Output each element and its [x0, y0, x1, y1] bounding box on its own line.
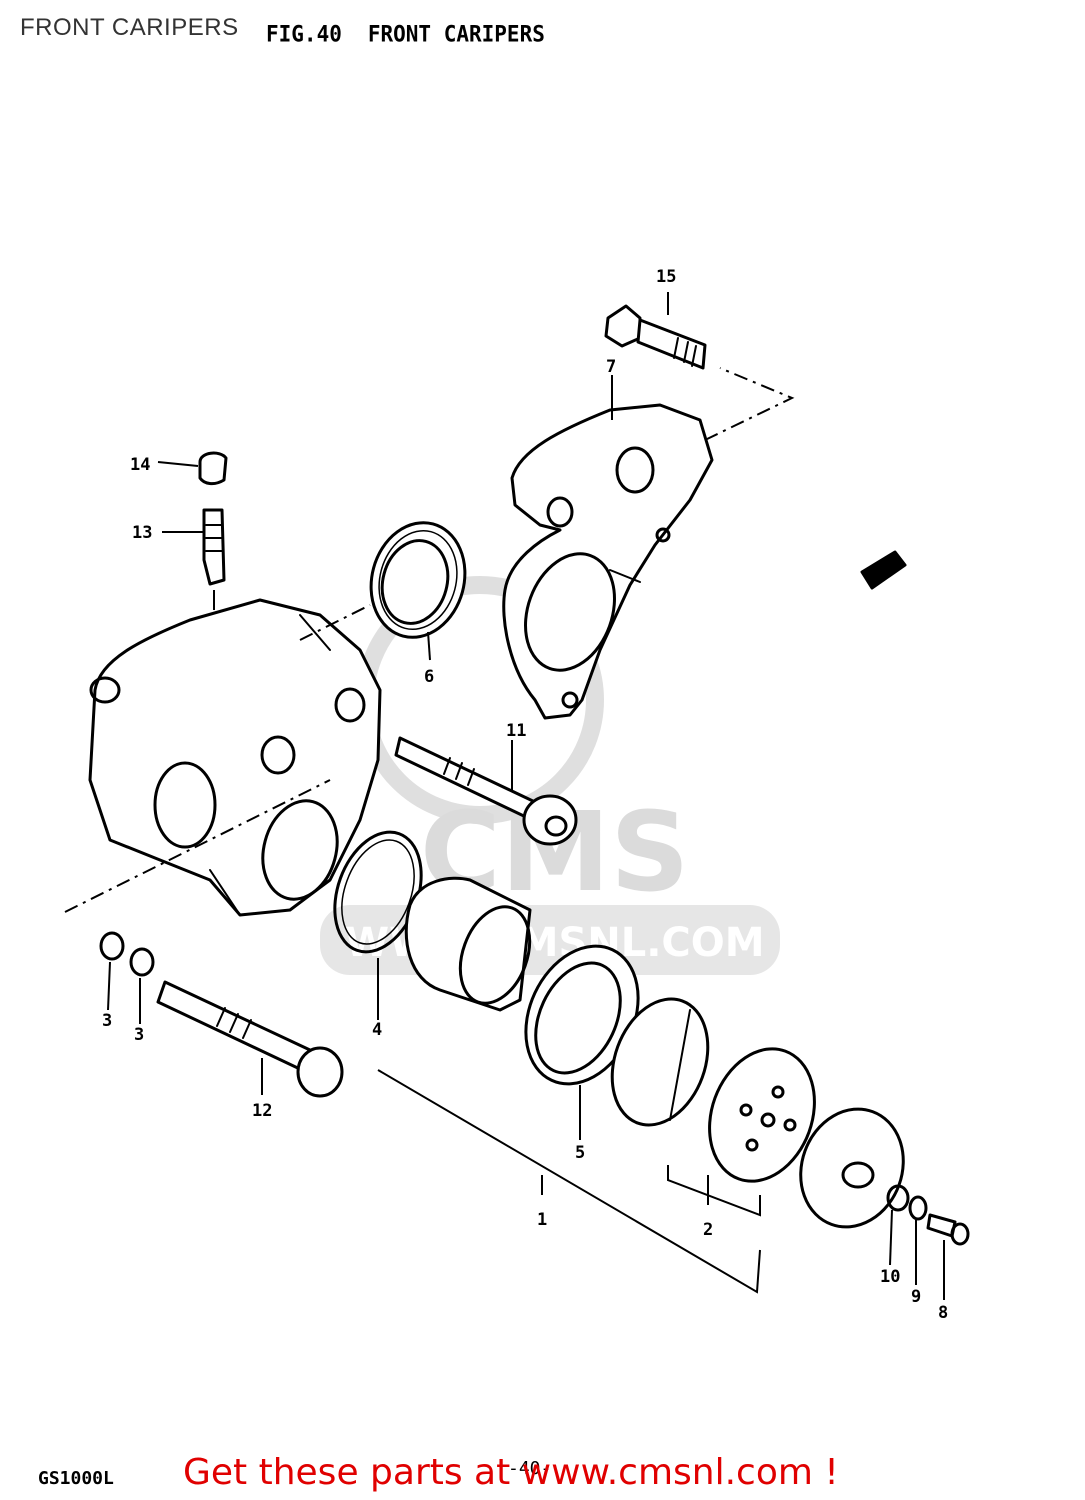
callout-12: 12 — [252, 1101, 272, 1121]
figure-caption: FRONT CARIPERS — [367, 21, 545, 47]
callout-8: 8 — [938, 1303, 948, 1323]
callout-1: 1 — [537, 1210, 547, 1230]
caliper-body — [88, 598, 382, 917]
callout-7: 7 — [606, 357, 616, 377]
callout-10: 10 — [880, 1267, 900, 1287]
page-title: FRONT CARIPERS — [20, 14, 239, 41]
brake-pad-a — [610, 997, 710, 1127]
model-code: GS1000L — [38, 1468, 114, 1489]
part-7-caliper-bracket — [502, 403, 714, 720]
part-3-washer-a — [99, 931, 125, 961]
callout-6: 6 — [424, 667, 434, 687]
piston — [404, 876, 532, 1012]
callout-numbers: 15 7 14 13 6 11 3 3 12 4 5 1 2 10 9 8 — [102, 267, 948, 1323]
figure-number: FIG.40 — [266, 21, 342, 47]
part-15-bolt — [604, 304, 707, 370]
callout-11: 11 — [506, 721, 526, 741]
part-8-screw — [926, 1213, 970, 1246]
callout-13: 13 — [132, 523, 152, 543]
callout-14: 14 — [130, 455, 150, 475]
callout-5: 5 — [575, 1143, 585, 1163]
part-6-seal — [369, 521, 467, 639]
callout-3a: 3 — [102, 1011, 112, 1031]
page-number: -40- — [508, 1458, 552, 1479]
callout-15: 15 — [656, 267, 676, 287]
part-12-pin — [156, 980, 344, 1098]
part-14-cap — [198, 451, 228, 486]
part-11-pin — [394, 736, 578, 846]
promo-link[interactable]: Get these parts at www.cmsnl.com ! — [183, 1452, 839, 1493]
leader-lines — [64, 292, 945, 1300]
part-9-washer — [908, 1195, 928, 1221]
callout-3b: 3 — [134, 1025, 144, 1045]
figure-title: FIG.40 FRONT CARIPERS — [266, 21, 571, 46]
callout-4: 4 — [372, 1020, 382, 1040]
callout-9: 9 — [911, 1287, 921, 1307]
brake-pad-b — [708, 1047, 816, 1183]
part-3-washer-b — [129, 947, 155, 977]
front-arrow-icon — [860, 550, 907, 590]
part-10-washer — [886, 1184, 910, 1212]
callout-2: 2 — [703, 1220, 713, 1240]
part-13-bleeder — [202, 508, 226, 586]
